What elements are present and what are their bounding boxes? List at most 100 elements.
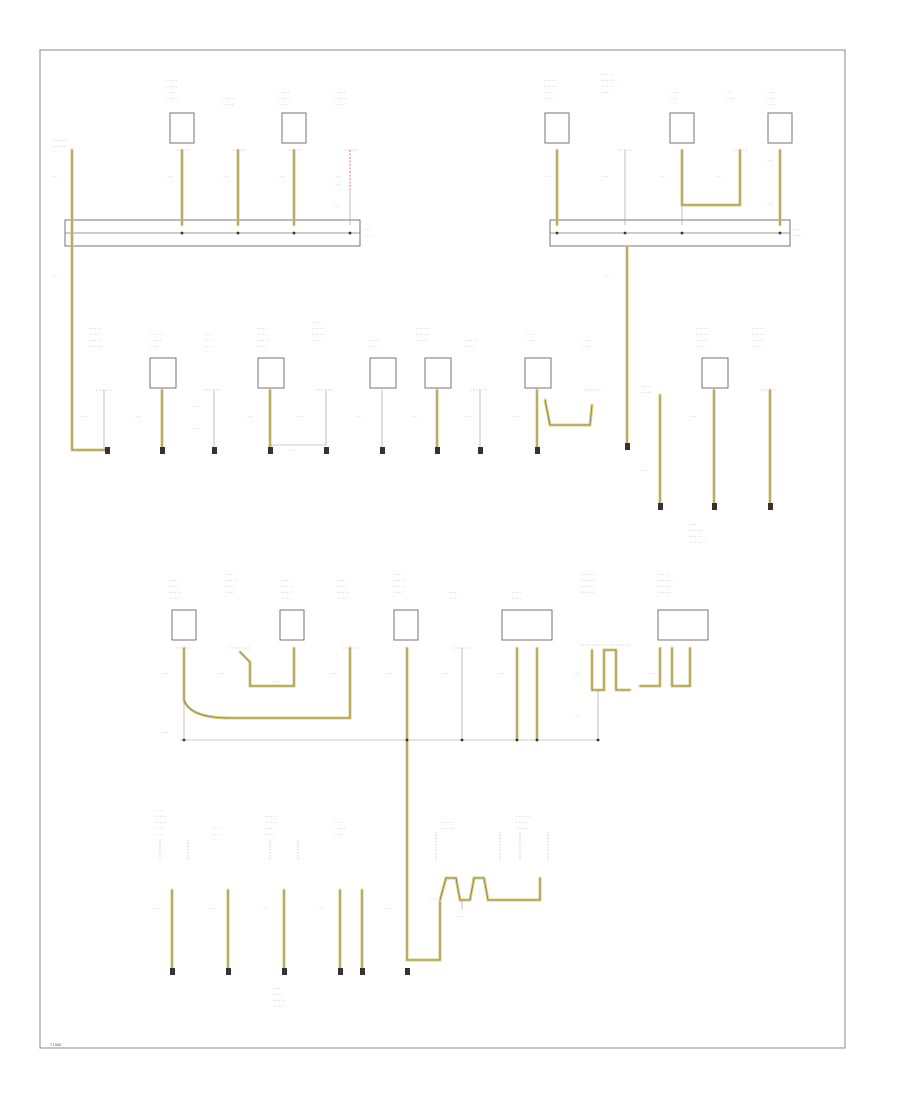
svg-text:· · · ·: · · · ·: [338, 578, 347, 583]
svg-text:· · ·: · · ·: [334, 174, 340, 179]
svg-text:· · · ·: · · · ·: [155, 826, 164, 831]
svg-text:· · · ·: · · · ·: [204, 338, 213, 343]
svg-text:· · · ·: · · · ·: [334, 820, 343, 825]
svg-text:· · · · · ·: · · · · · ·: [90, 344, 104, 349]
svg-text:· · ·: · · ·: [412, 414, 418, 419]
component-box: [257, 357, 285, 389]
section-top-left: · · · · · · ·· · · · · · · · · · ·· · · …: [52, 78, 373, 452]
svg-text:· · · ·: · · · ·: [150, 344, 159, 349]
svg-text:· · ·: · · ·: [648, 671, 654, 676]
svg-text:· · · ·: · · · ·: [338, 596, 347, 601]
svg-text:· · · ·: · · · ·: [752, 344, 761, 349]
svg-text:· · · · ·: · · · · ·: [170, 590, 181, 595]
svg-text:· · · ·: · · · ·: [334, 832, 343, 837]
svg-text:· · · ·: · · · ·: [258, 332, 267, 337]
svg-text:· · · ·: · · · ·: [512, 596, 521, 601]
svg-text:· · · ·: · · · ·: [212, 826, 221, 831]
svg-text:· · · · ·: · · · · ·: [312, 326, 323, 331]
svg-text:· · ·: · · ·: [766, 158, 772, 163]
svg-text:· · ·: · · ·: [80, 414, 86, 419]
svg-text:· · ·: · · ·: [640, 468, 646, 473]
svg-text:· · · · ·: · · · · ·: [150, 338, 161, 343]
svg-text:· · · · ·: · · · · ·: [416, 332, 427, 337]
svg-text:· · ·: · · ·: [604, 274, 610, 279]
svg-text:· · · · ·: · · · · ·: [544, 78, 555, 83]
ground-terminal-row: [170, 968, 410, 975]
svg-text:· · · · ·: · · · · ·: [690, 534, 701, 539]
svg-text:· · · ·: · · · ·: [170, 596, 179, 601]
svg-text:· · · ·: · · · ·: [766, 96, 775, 101]
svg-text:· · · · ·: · · · · ·: [602, 84, 613, 89]
component-label-group: · · · · ·· · · · ·· · · ·· · · · · · · ·…: [544, 72, 803, 279]
svg-text:· · · ·: · · · ·: [204, 344, 213, 349]
svg-text:· · · · · ·: · · · · · ·: [52, 144, 66, 149]
svg-text:· · · · ·: · · · · ·: [752, 332, 763, 337]
svg-text:· · ·: · · ·: [52, 274, 58, 279]
svg-text:· · ·: · · ·: [602, 174, 608, 179]
svg-text:· · · · ·: · · · · ·: [312, 332, 323, 337]
svg-text:· · · ·: · · · ·: [170, 578, 179, 583]
svg-text:· · · · · ·: · · · · · ·: [334, 96, 348, 101]
component-box: [701, 357, 729, 389]
svg-text:· · ·: · · ·: [262, 906, 268, 911]
diagram-frame: [39, 49, 846, 1049]
component-label-group: · · · ·· · · ·· · · · ·· · · · · · · ·· …: [162, 572, 674, 735]
svg-text:· · · · ·: · · · · ·: [394, 578, 405, 583]
svg-text:· · ·: · · ·: [330, 671, 336, 676]
svg-text:· · ·: · · ·: [356, 414, 362, 419]
svg-text:· · ·: · · ·: [278, 174, 284, 179]
component-box: [169, 112, 195, 144]
svg-text:· · · · · · ·: · · · · · · ·: [658, 578, 674, 583]
svg-text:· · · · · ·: · · · · · ·: [516, 814, 530, 819]
svg-text:· · · · · ·: · · · · · ·: [638, 390, 652, 395]
svg-text:· · ·: · · ·: [544, 174, 550, 179]
svg-text:· · ·: · · ·: [162, 671, 168, 676]
svg-text:· · · · ·: · · · · ·: [416, 338, 427, 343]
svg-text:· · · · ·: · · · · ·: [696, 326, 707, 331]
svg-text:· · · · · ·: · · · · · ·: [658, 590, 672, 595]
svg-text:· · · · ·: · · · · ·: [516, 826, 527, 831]
svg-text:· · · · ·: · · · · ·: [752, 326, 763, 331]
svg-text:· · · ·: · · · ·: [450, 596, 459, 601]
svg-text:· · · · ·: · · · · ·: [278, 96, 289, 101]
component-box: [149, 357, 177, 389]
svg-text:· · ·: · · ·: [218, 671, 224, 676]
svg-text:· · · ·: · · · ·: [274, 1004, 283, 1009]
svg-text:· · ·: · · ·: [162, 730, 168, 735]
svg-text:· · · · ·: · · · · ·: [266, 820, 277, 825]
svg-text:· · · ·: · · · ·: [266, 814, 275, 819]
svg-text:· · · ·: · · · ·: [766, 90, 775, 95]
component-label-group: · · · · · · · · · · · · · · · · · · · · · …: [52, 78, 373, 279]
svg-text:· · · ·: · · · ·: [166, 90, 175, 95]
svg-text:· · · · · ·: · · · · · ·: [690, 528, 704, 533]
svg-text:· · · ·: · · · ·: [526, 338, 535, 343]
svg-text:· · ·: · · ·: [334, 204, 340, 209]
svg-text:· · · · · ·: · · · · · ·: [580, 584, 594, 589]
svg-text:· · · · ·: · · · · ·: [696, 338, 707, 343]
svg-text:· · · ·: · · · ·: [312, 320, 321, 325]
svg-text:· · · · ·: · · · · ·: [258, 338, 269, 343]
svg-text:· · · · ·: · · · · ·: [166, 78, 177, 83]
svg-text:· · · · ·: · · · · ·: [658, 572, 669, 577]
svg-text:· · · · ·: · · · · ·: [155, 820, 166, 825]
svg-text:· · ·: · · ·: [274, 986, 280, 991]
svg-text:· · ·: · · ·: [384, 906, 390, 911]
svg-text:· · ·: · · ·: [766, 201, 772, 206]
svg-text:· · · · ·: · · · · ·: [544, 84, 555, 89]
svg-text:· · ·: · · ·: [134, 414, 140, 419]
svg-text:· · ·: · · ·: [456, 914, 462, 919]
svg-text:· · · · ·: · · · · ·: [90, 338, 101, 343]
svg-text:· · · ·: · · · ·: [282, 590, 291, 595]
svg-text:· · · ·: · · · ·: [266, 832, 275, 837]
section-top-right: · · · · ·· · · · ·· · · ·· · · · · · · ·…: [544, 72, 803, 447]
svg-text:· · · · · · ·: · · · · · · ·: [580, 578, 596, 583]
svg-text:· · ·: · · ·: [574, 714, 580, 719]
svg-text:· · · ·: · · · ·: [582, 338, 591, 343]
svg-text:· · · ·: · · · ·: [766, 102, 775, 107]
svg-text:· · ·: · · ·: [660, 174, 666, 179]
component-box: [369, 357, 397, 389]
svg-text:· · · · · ·: · · · · · ·: [580, 590, 594, 595]
svg-text:· · ·: · · ·: [450, 590, 456, 595]
svg-text:· · · ·: · · · ·: [282, 596, 291, 601]
